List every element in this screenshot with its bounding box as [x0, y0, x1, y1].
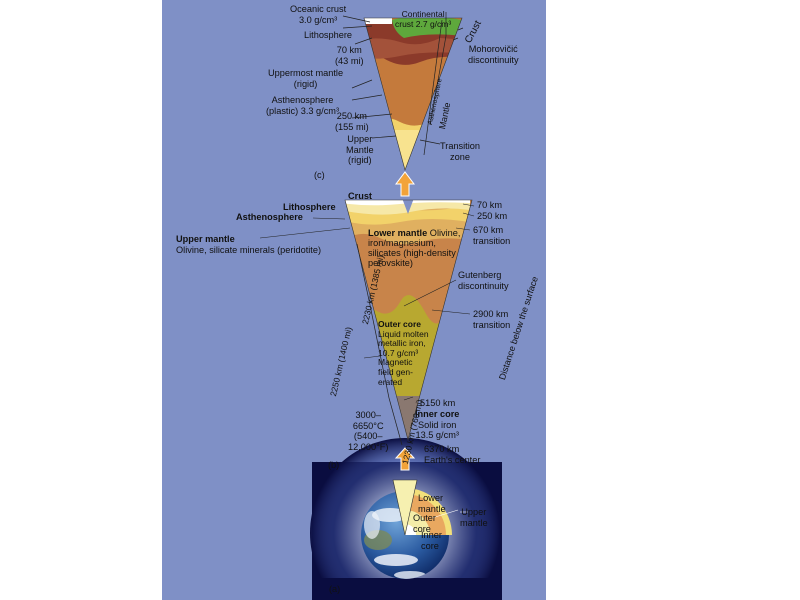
- asthenosphere-label-b: Asthenosphere: [236, 212, 303, 222]
- crust-label-b: Crust: [348, 191, 372, 201]
- panel-c-brackets: [342, 12, 464, 156]
- panel-b-label: (b): [328, 460, 340, 470]
- lithosphere-label-b: Lithosphere: [283, 202, 336, 212]
- lithosphere-label-c: Lithosphere: [304, 30, 353, 40]
- depth-250-label-b: 250 km: [477, 211, 508, 221]
- depth-70-label-c: 70 km(43 mi): [335, 45, 364, 66]
- depth-250-label-c: 250 km(155 mi): [335, 111, 369, 132]
- cutaway-inner-core: [405, 524, 416, 535]
- arrow-a-to-b: [394, 447, 416, 471]
- asthenosphere-label-c: Asthenosphere(plastic) 3.3 g/cm³: [266, 95, 340, 116]
- cloud-cover: [364, 508, 426, 579]
- thickness-brackets: [356, 243, 403, 446]
- uppermost-mantle-label: Uppermost mantle(rigid): [268, 68, 344, 89]
- panel-b-leaders: [259, 203, 475, 401]
- continental-crust-region: [392, 18, 462, 38]
- depth-6370-label: 6370 km: [424, 444, 460, 454]
- depth-70-label-b: 70 km: [477, 200, 503, 210]
- temperature-label: 3000–6650°C (5400–12,000°F): [348, 410, 389, 452]
- lower-mantle-label: Lower mantle Olivine, iron/magnesium,sil…: [368, 228, 461, 268]
- arrow-b-to-c: [395, 171, 415, 197]
- panel-a-globe: [310, 438, 502, 600]
- depth-5150-label: 5150 km: [420, 398, 456, 408]
- globe-wedge-outline: [392, 479, 418, 536]
- earth-center-label: Earth's center: [424, 455, 481, 465]
- panel-c-label: (c): [314, 170, 325, 180]
- oceanic-crust-region: [364, 18, 392, 24]
- panel-a-label: (a): [329, 584, 341, 594]
